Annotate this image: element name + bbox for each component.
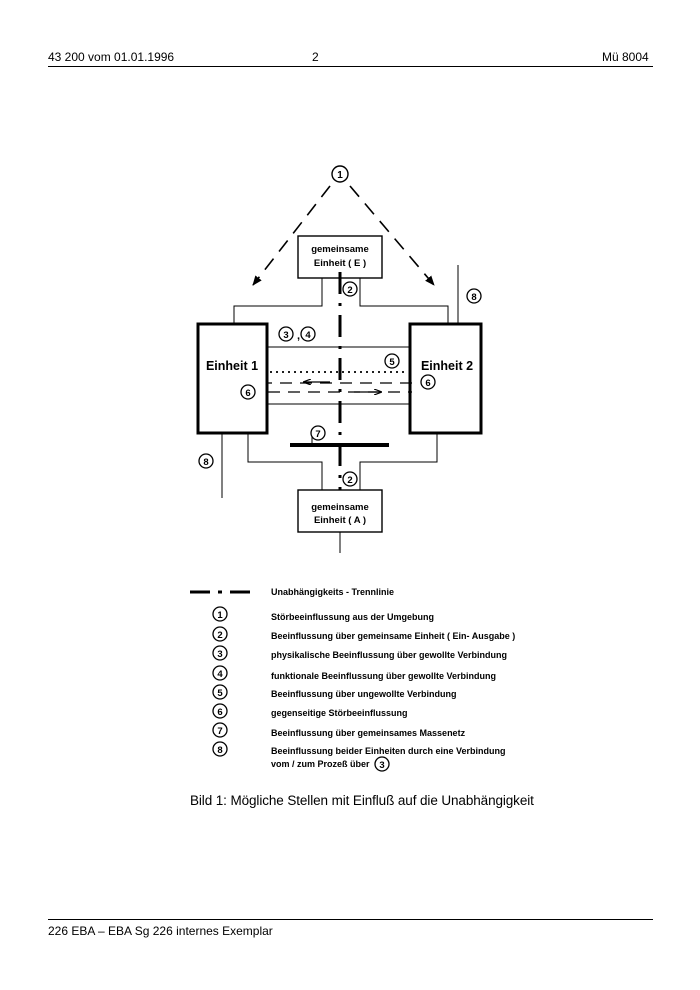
marker-6-right: 6	[420, 374, 436, 390]
legend-item-1-num: 1	[217, 610, 223, 621]
marker-6-left: 6	[240, 384, 256, 400]
legend-item-8: 8 Beeinflussung beider Einheiten durch e…	[212, 741, 506, 772]
shared-unit-e-line2: Einheit ( E )	[314, 258, 366, 269]
unit-2-label: Einheit 2	[421, 359, 473, 373]
shared-unit-e: gemeinsame Einheit ( E )	[297, 235, 383, 279]
marker-7: 7	[310, 425, 326, 441]
legend-item-6: 6 gegenseitige Störbeeinflussung	[212, 703, 408, 719]
legend-item-4-text: funktionale Beeinflussung über gewollte …	[271, 671, 496, 681]
legend-item-4: 4 funktionale Beeinflussung über gewollt…	[212, 665, 496, 681]
marker-3-label: 3	[283, 330, 288, 341]
shared-unit-e-line1: gemeinsame	[311, 244, 369, 255]
legend-item-3: 3 physikalische Beeinflussung über gewol…	[212, 645, 507, 661]
marker-4-label: 4	[305, 330, 311, 341]
legend-item-3-text: physikalische Beeinflussung über gewollt…	[271, 650, 507, 660]
marker-2-bottom: 2	[342, 471, 358, 487]
shared-unit-a-line1: gemeinsame	[311, 502, 369, 513]
shared-unit-a-line2: Einheit ( A )	[314, 515, 366, 526]
marker-8-left-label: 8	[203, 457, 208, 468]
legend-item-7-text: Beeinflussung über gemeinsames Massenetz	[271, 728, 466, 738]
marker-5: 5	[384, 353, 400, 369]
marker-3: 3	[278, 326, 294, 342]
marker-2-top-label: 2	[347, 285, 352, 296]
legend-separator-label: Unabhängigkeits - Trennlinie	[271, 587, 394, 597]
legend-item-2-num: 2	[217, 630, 222, 641]
footer-text: 226 EBA – EBA Sg 226 internes Exemplar	[48, 924, 273, 938]
header-reference: Mü 8004	[602, 50, 649, 64]
header-document-number: 43 200 vom 01.01.1996	[48, 50, 175, 64]
marker-5-label: 5	[389, 357, 395, 368]
marker-separator: ,	[297, 330, 300, 342]
unit-2: Einheit 2	[408, 322, 483, 435]
legend-item-1: 1 Störbeeinflussung aus der Umgebung	[212, 606, 434, 622]
legend-item-8-text2: vom / zum Prozeß über	[271, 759, 370, 769]
unit-1: Einheit 1	[196, 322, 269, 435]
legend-item-2-text: Beeinflussung über gemeinsame Einheit ( …	[271, 631, 515, 641]
connection-e-unit1	[233, 278, 323, 324]
legend-item-8-text: Beeinflussung beider Einheiten durch ein…	[271, 746, 506, 756]
legend-item-1-text: Störbeeinflussung aus der Umgebung	[271, 612, 434, 622]
legend-item-8-ref: 3	[379, 760, 384, 771]
marker-8-left: 8	[198, 453, 214, 469]
header-page-number: 2	[312, 50, 319, 64]
connection-unit1-a	[247, 433, 323, 490]
marker-1-label: 1	[337, 170, 343, 181]
legend-item-7: 7 Beeinflussung über gemeinsames Massene…	[212, 722, 466, 738]
marker-4: 4	[300, 326, 316, 342]
connection-e-unit2	[359, 278, 449, 324]
marker-8-right-label: 8	[471, 292, 476, 303]
legend-item-5-num: 5	[217, 688, 223, 699]
legend-item-4-num: 4	[217, 669, 223, 680]
marker-6-right-label: 6	[425, 378, 430, 389]
legend-item-6-num: 6	[217, 707, 222, 718]
marker-8-right: 8	[466, 288, 482, 304]
legend-item-5-text: Beeinflussung über ungewollte Verbindung	[271, 689, 457, 699]
footer-rule	[48, 919, 653, 920]
shared-unit-a: gemeinsame Einheit ( A )	[297, 489, 383, 533]
figure-caption: Bild 1: Mögliche Stellen mit Einfluß auf…	[190, 793, 534, 808]
legend-item-8-num: 8	[217, 745, 222, 756]
header-rule	[48, 66, 653, 67]
legend-item-3-num: 3	[217, 649, 222, 660]
legend-item-2: 2 Beeinflussung über gemeinsame Einheit …	[212, 626, 515, 642]
disturbance-arrow-left	[252, 185, 331, 286]
marker-7-label: 7	[315, 429, 320, 440]
unit-1-label: Einheit 1	[206, 359, 258, 373]
legend-item-6-text: gegenseitige Störbeeinflussung	[271, 708, 408, 718]
marker-2-bottom-label: 2	[347, 475, 352, 486]
marker-2-top: 2	[342, 281, 358, 297]
connection-unit2-a	[359, 433, 438, 490]
marker-1: 1	[331, 165, 349, 183]
legend: Unabhängigkeits - Trennlinie 1 Störbeein…	[190, 587, 515, 772]
legend-item-5: 5 Beeinflussung über ungewollte Verbindu…	[212, 684, 457, 700]
marker-6-left-label: 6	[245, 388, 250, 399]
legend-item-7-num: 7	[217, 726, 222, 737]
